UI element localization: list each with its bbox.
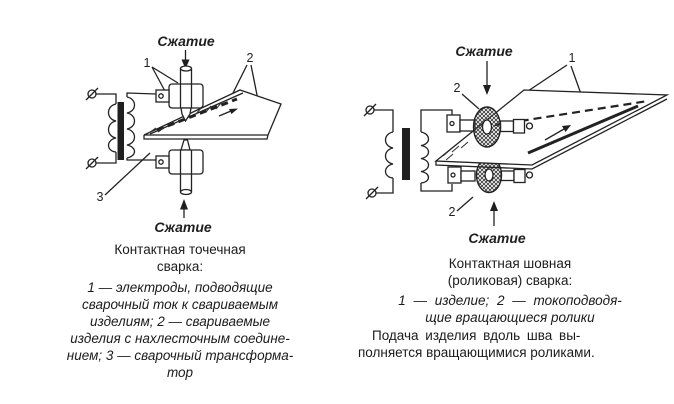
caption-legend-line: 1 — электроды, подводящие xyxy=(87,280,273,295)
hatch-marks xyxy=(148,102,222,134)
leader-line xyxy=(232,64,248,94)
welded-plates xyxy=(143,89,282,140)
leader-line xyxy=(456,196,474,212)
caption-legend-line: нием; 3 — сварочный трансформа- xyxy=(66,348,294,363)
caption-note-line: Подача изделия вдоль шва вы- xyxy=(372,328,581,343)
caption-note-line: полняется вращающимися роликами. xyxy=(358,344,595,360)
hatch-marks xyxy=(442,141,469,161)
secondary-winding xyxy=(126,96,136,159)
welding-transformer xyxy=(85,87,157,170)
compression-arrow-up xyxy=(180,199,188,218)
roller-hub xyxy=(484,168,494,182)
caption-legend-line: изделиям; 2 — свариваемые xyxy=(89,314,271,329)
axle-bolt xyxy=(513,168,526,184)
leader-line xyxy=(151,66,179,84)
clamp-bolt xyxy=(155,89,170,103)
caption-title-line: (роликовая) сварка: xyxy=(447,272,573,288)
callout-2-top: 2 xyxy=(454,81,461,95)
leader-line xyxy=(104,152,151,196)
caption-legend-line: 1 — изделие; 2 — токоподводя- xyxy=(398,293,622,308)
compression-arrow-down xyxy=(483,61,491,95)
electrode-tip xyxy=(180,139,191,151)
caption-title-line: сварка: xyxy=(156,259,204,274)
caption-legend-line: сварочный ток к свариваемым xyxy=(82,297,278,312)
welding-transformer xyxy=(363,103,453,200)
lap-sheet-edge xyxy=(527,104,639,155)
spot-welding-diagram: Сжатие 1 2 3 xyxy=(85,33,282,235)
weld-seam xyxy=(156,97,238,132)
compression-arrow-down xyxy=(181,50,190,69)
leader-line xyxy=(461,93,480,110)
clamp-bolt xyxy=(155,155,170,169)
callout-2: 2 xyxy=(247,51,254,65)
upper-electrode xyxy=(155,65,204,123)
seam-welding-diagram: Сжатие 2 1 xyxy=(363,43,670,246)
axle-bolt xyxy=(512,118,526,134)
caption-legend-line: щие вращающиеся ролики xyxy=(425,309,595,325)
electrode-tip xyxy=(180,107,192,123)
secondary-winding xyxy=(420,131,430,184)
compression-arrow-up xyxy=(490,201,498,226)
leader-line xyxy=(570,65,582,95)
callout-1: 1 xyxy=(144,56,151,70)
caption-title-line: Контактная точечная xyxy=(114,242,246,257)
transformer-core xyxy=(117,102,124,160)
feed-direction-arrow xyxy=(544,125,571,141)
caption-legend-line: тор xyxy=(166,365,194,380)
spot-welding-caption: Контактная точечная сварка: 1 — электрод… xyxy=(56,241,304,381)
callout-3: 3 xyxy=(97,190,104,204)
leader-line xyxy=(250,64,259,101)
compression-label-top: Сжатие xyxy=(455,43,513,59)
leader-line xyxy=(527,64,568,92)
caption-legend-line: изделия с нахлесточным соедине- xyxy=(70,331,290,346)
primary-winding xyxy=(384,131,394,179)
transformer-core xyxy=(402,128,410,180)
compression-label-bottom: Сжатие xyxy=(468,230,526,246)
primary-winding xyxy=(107,103,117,153)
callout-1: 1 xyxy=(569,51,576,65)
caption-title-line: Контактная шовная xyxy=(448,256,572,271)
lower-electrode xyxy=(155,139,204,196)
callout-2-bottom: 2 xyxy=(449,205,456,219)
roller-hub xyxy=(481,119,493,135)
compression-label-bottom: Сжатие xyxy=(154,219,212,235)
compression-label-top: Сжатие xyxy=(157,33,215,49)
seam-welding-caption: Контактная шовная (роликовая) сварка: 1 … xyxy=(358,256,662,361)
feed-direction-arrow xyxy=(218,108,238,117)
leader-line xyxy=(151,66,167,94)
upper-roller-assembly xyxy=(446,106,534,148)
